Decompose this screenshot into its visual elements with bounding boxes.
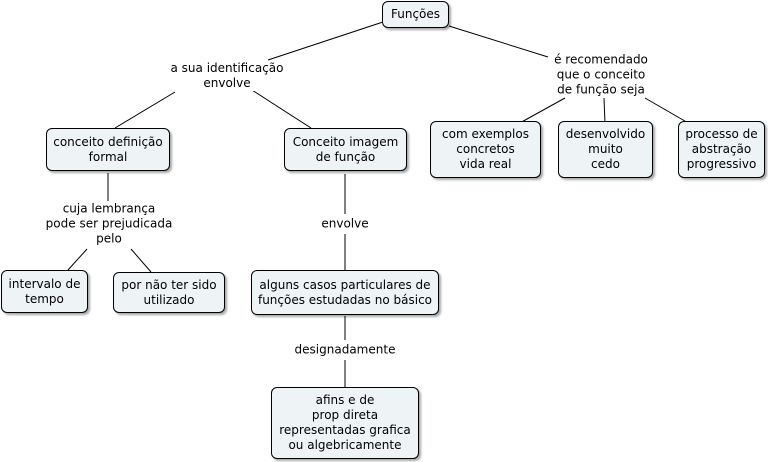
concept-nao-utilizado[interactable]: por não ter sido utilizado	[113, 272, 225, 313]
concept-funcoes-text: Funções	[390, 7, 441, 21]
concept-desenvolvido-cedo[interactable]: desenvolvido muito cedo	[558, 121, 653, 178]
link-label-identificacao: a sua identificação envolve	[170, 61, 284, 91]
concept-funcoes[interactable]: Funções	[382, 1, 449, 28]
concept-casos-particulares[interactable]: alguns casos particulares de funções est…	[251, 270, 439, 315]
concept-imagem-funcao[interactable]: Conceito imagem de função	[284, 128, 407, 171]
concept-intervalo-tempo[interactable]: intervalo de tempo	[1, 270, 88, 313]
link-label-lembranca: cuja lembrança pode ser prejudicada pelo	[45, 201, 173, 247]
concept-definicao-formal[interactable]: conceito definição formal	[46, 128, 170, 171]
link-label-designadamente: designadamente	[294, 342, 396, 358]
link-label-envolve: envolve	[321, 216, 369, 232]
link-label-recomendado: é recomendado que o conceito de função s…	[554, 52, 648, 98]
concept-afins-prop-direta[interactable]: afins e de prop direta representadas gra…	[271, 387, 419, 459]
concept-exemplos-concretos[interactable]: com exemplos concretos vida real	[430, 121, 541, 178]
concept-processo-abstracao[interactable]: processo de abstração progressivo	[678, 121, 765, 178]
